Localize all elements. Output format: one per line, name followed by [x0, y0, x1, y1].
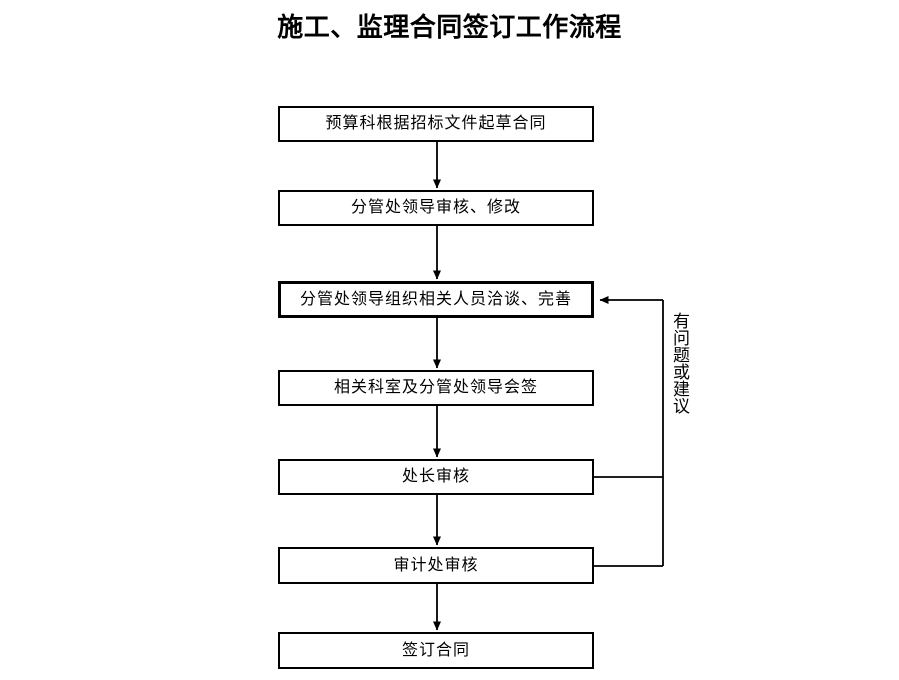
process-node-3[interactable]: 分管处领导组织相关人员洽谈、完善: [278, 281, 594, 318]
page-title: 施工、监理合同签订工作流程: [277, 12, 622, 42]
process-node-4-label: 相关科室及分管处领导会签: [333, 379, 538, 396]
process-node-5-label: 处长审核: [401, 468, 470, 485]
process-node-2[interactable]: 分管处领导审核、修改: [278, 190, 594, 226]
process-node-6-label: 审计处审核: [393, 556, 479, 574]
process-node-7[interactable]: 签订合同: [278, 632, 594, 669]
process-node-3-label: 分管处领导组织相关人员洽谈、完善: [299, 290, 572, 308]
process-node-1-label: 预算科根据招标文件起草合同: [325, 115, 547, 132]
process-node-6[interactable]: 审计处审核: [278, 547, 594, 584]
process-node-4[interactable]: 相关科室及分管处领导会签: [278, 370, 594, 406]
feedback-edge-label: 有问题或建议: [670, 312, 689, 414]
process-node-1[interactable]: 预算科根据招标文件起草合同: [278, 106, 594, 142]
process-node-5[interactable]: 处长审核: [278, 459, 594, 495]
process-node-7-label: 签订合同: [401, 641, 470, 659]
process-node-2-label: 分管处领导审核、修改: [350, 199, 521, 216]
